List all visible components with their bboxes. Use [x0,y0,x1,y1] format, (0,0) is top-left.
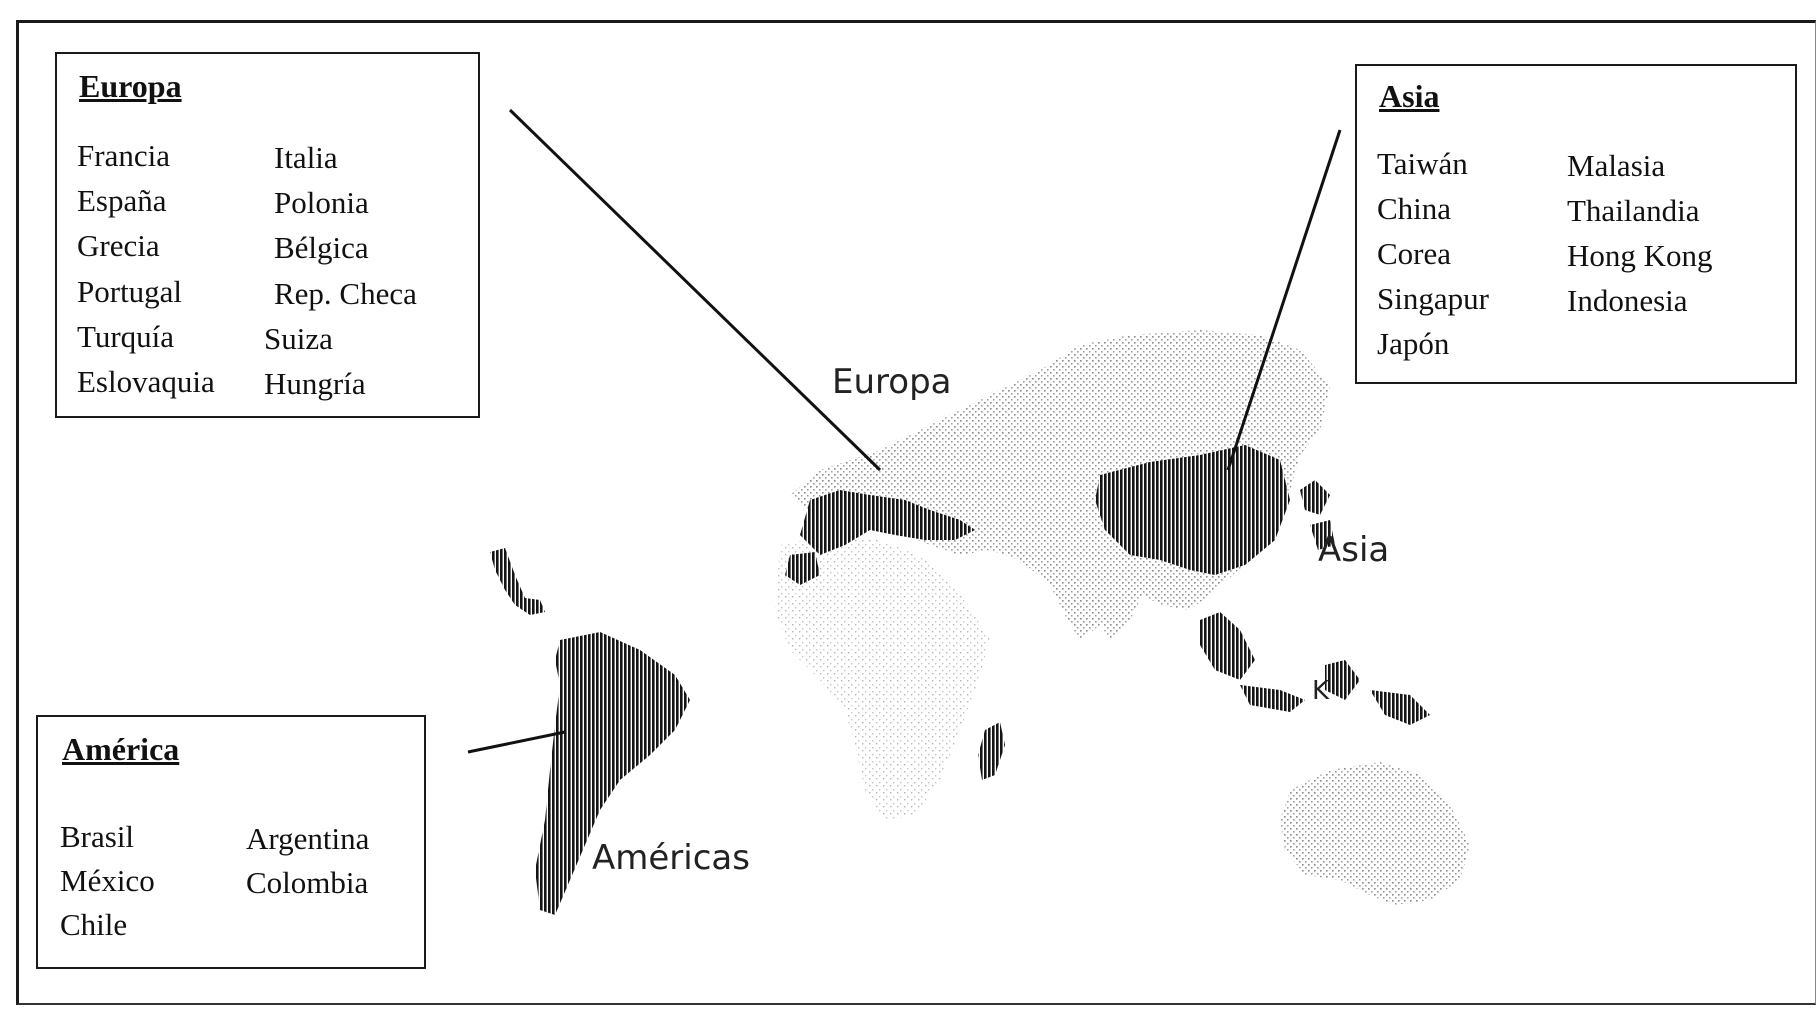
country-corea: Corea [1377,236,1452,271]
country-espana: España [77,183,167,218]
europe-region [800,490,975,555]
country-francia: Francia [77,138,170,173]
country-indonesia: Indonesia [1567,283,1688,318]
america-leader-line [467,730,566,754]
country-malasia: Malasia [1567,148,1666,183]
indonesia [1240,660,1360,712]
country-polonia: Polonia [274,185,369,220]
country-argentina: Argentina [246,821,370,856]
legend-asia: Asia Taiwán China Corea Singapur Japón M… [1355,64,1797,384]
southeast-asia [1200,612,1255,680]
legend-europe: Europa Francia España Grecia Portugal Tu… [55,52,480,418]
map-label-asia: Asia [1318,530,1390,570]
asia-leader-line [1226,129,1342,471]
country-japon: Japón [1377,326,1450,361]
country-portugal: Portugal [77,274,183,309]
country-italia: Italia [274,140,338,175]
country-china: China [1377,191,1452,226]
madagascar [978,722,1005,780]
country-grecia: Grecia [77,228,160,263]
india-land [1080,540,1150,640]
country-taiwan: Taiwán [1377,146,1468,181]
japan-korea [1300,480,1335,550]
map-label-americas: Américas [592,838,750,878]
country-singapur: Singapur [1377,281,1489,316]
country-suiza: Suiza [264,321,333,356]
country-thailandia: Thailandia [1567,193,1700,228]
new-guinea [1370,690,1430,725]
legend-europe-title: Europa [79,68,182,104]
legend-america-title: América [62,731,180,767]
map-label-k: K [1312,676,1330,706]
country-rep-checa: Rep. Checa [274,276,417,311]
legend-america: América Brasil México Chile Argentina Co… [36,715,426,969]
country-hong-kong: Hong Kong [1567,238,1713,273]
country-turquia: Turquía [77,319,175,354]
map-frame [16,20,1816,1005]
australia-land [1280,762,1470,905]
country-brasil: Brasil [60,819,135,854]
south-america-region [535,632,690,915]
country-mexico: México [60,863,155,898]
europe-leader-line [508,108,882,472]
china-region [1095,445,1290,575]
map-label-europe: Europa [832,362,952,402]
africa-land [775,535,990,820]
legend-asia-title: Asia [1379,78,1440,114]
country-chile: Chile [60,907,128,942]
country-hungria: Hungría [264,366,366,401]
country-belgica: Bélgica [274,230,369,265]
country-colombia: Colombia [246,865,369,900]
north-america-fragment [490,548,545,615]
iberia [785,552,820,585]
country-eslovaquia: Eslovaquia [77,364,215,399]
